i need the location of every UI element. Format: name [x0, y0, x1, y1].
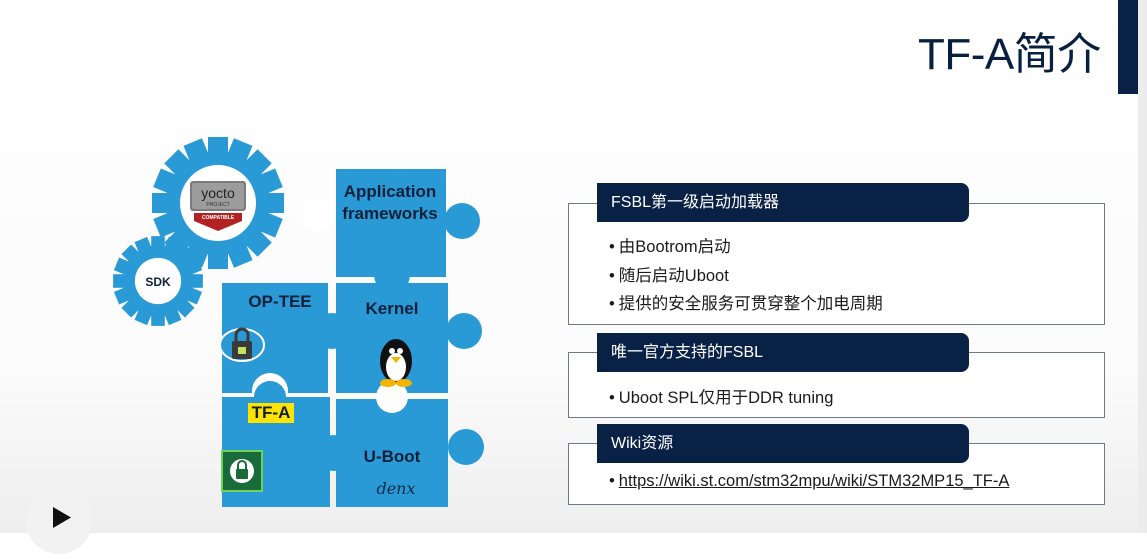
- label-yocto: yocto: [201, 185, 235, 201]
- bullet-dot: •: [609, 389, 615, 407]
- chip-lock-icon: [221, 450, 263, 492]
- section-wiki-heading: Wiki资源: [597, 424, 969, 463]
- bullet-dot: •: [609, 267, 615, 285]
- puzzle-pieces: [222, 169, 484, 507]
- bullet-item: •Uboot SPL仅用于DDR tuning: [609, 384, 833, 408]
- label-yocto-sub: PROJECT: [206, 202, 230, 208]
- bullet-dot: •: [609, 472, 615, 490]
- play-icon: [53, 507, 71, 528]
- sdk-gear: [113, 236, 203, 326]
- bullet-text: Uboot SPL仅用于DDR tuning: [618, 389, 834, 407]
- puzzle-diagram: Application frameworks Kernel OP-TEE TF-…: [110, 135, 510, 515]
- tux-penguin-icon: [380, 339, 412, 387]
- label-kernel: Kernel: [365, 299, 419, 318]
- section-fsbl-box: [568, 203, 1105, 325]
- yocto-logo: [190, 181, 246, 231]
- wiki-link[interactable]: https://wiki.st.com/stm32mpu/wiki/STM32M…: [618, 472, 1010, 490]
- bullet-dot: •: [609, 295, 615, 313]
- bullet-text: 随后启动Uboot: [618, 267, 729, 285]
- bullet-item: •由Bootrom启动: [609, 233, 731, 257]
- label-optee: OP-TEE: [248, 292, 312, 311]
- denx-logo: denx: [376, 479, 416, 498]
- section-fsbl-heading: FSBL第一级启动加载器: [597, 183, 969, 222]
- bullet-item: •提供的安全服务可贯穿整个加电周期: [609, 290, 883, 314]
- slide-title: TF-A简介: [918, 30, 1101, 79]
- play-button[interactable]: [26, 488, 92, 554]
- puzzle-graphic: [113, 137, 484, 507]
- title-accent-bar: [1118, 0, 1138, 94]
- bullet-item: •随后启动Uboot: [609, 262, 729, 286]
- right-edge: [1138, 0, 1147, 533]
- label-yocto-badge: COMPATIBLE: [201, 215, 235, 221]
- tfa-highlight: [248, 403, 294, 423]
- bullet-dot: •: [609, 238, 615, 256]
- label-sdk: SDK: [145, 275, 171, 289]
- bullet-item: •https://wiki.st.com/stm32mpu/wiki/STM32…: [609, 472, 1009, 491]
- label-uboot: U-Boot: [363, 447, 421, 466]
- bullet-text: 提供的安全服务可贯穿整个加电周期: [618, 295, 883, 313]
- section-official-heading: 唯一官方支持的FSBL: [597, 333, 969, 372]
- cloud-lock-icon: [219, 327, 265, 362]
- label-tfa: TF-A: [251, 403, 291, 422]
- bullet-text: 由Bootrom启动: [618, 238, 731, 256]
- label-application: Application frameworks: [342, 182, 438, 223]
